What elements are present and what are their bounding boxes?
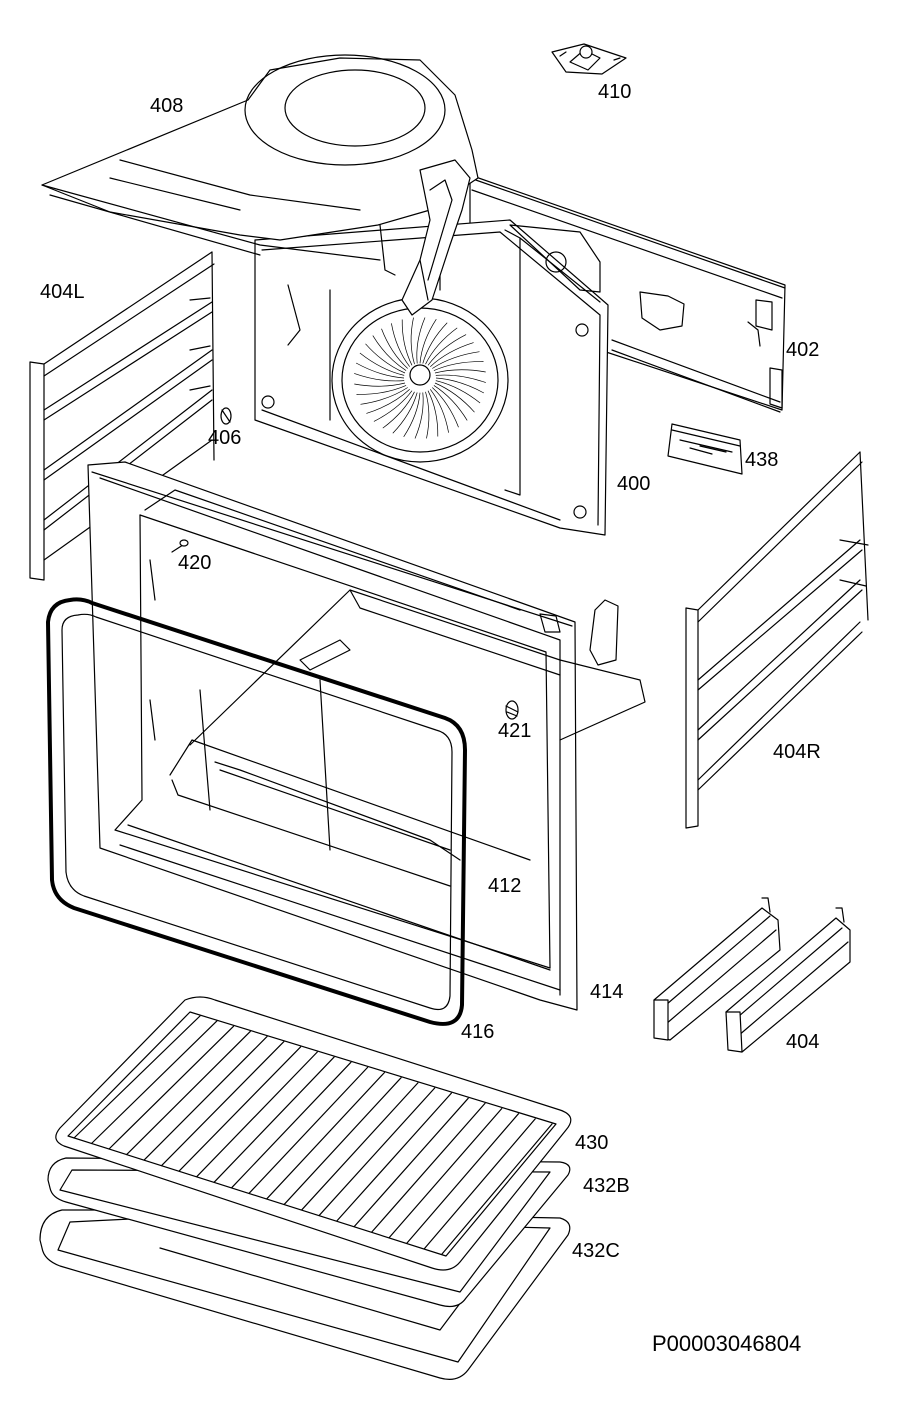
part-414-cavity[interactable] (87, 461, 646, 1011)
label-404: 404 (786, 1031, 820, 1053)
part-408-top-cover[interactable] (41, 54, 479, 316)
label-430: 430 (575, 1132, 609, 1154)
label-438: 438 (745, 449, 779, 471)
part-404-runners[interactable] (653, 897, 851, 1053)
label-402: 402 (786, 339, 820, 361)
label-408: 408 (150, 95, 184, 117)
label-410: 410 (598, 81, 632, 103)
label-404L: 404L (40, 281, 85, 303)
part-421-bulb[interactable] (505, 700, 519, 720)
label-432C: 432C (572, 1240, 620, 1262)
label-404R: 404R (773, 741, 821, 763)
label-414: 414 (590, 981, 624, 1003)
part-400-back-panel[interactable] (254, 219, 609, 536)
wire-shelf-bars (73, 1015, 553, 1255)
part-430-wire-shelf[interactable] (55, 996, 572, 1271)
label-432B: 432B (583, 1175, 630, 1197)
part-410-motor-mount[interactable] (551, 43, 627, 75)
part-404R-right-rail[interactable] (685, 451, 869, 829)
part-416-door-gasket[interactable] (46, 597, 467, 1026)
part-406-clip[interactable] (220, 407, 232, 425)
label-421: 421 (498, 720, 532, 742)
label-420: 420 (178, 552, 212, 574)
part-438-bracket[interactable] (667, 423, 743, 475)
drawing-code: P00003046804 (652, 1331, 802, 1356)
label-412: 412 (488, 875, 522, 897)
label-406: 406 (208, 427, 242, 449)
label-416: 416 (461, 1021, 495, 1043)
label-400: 400 (617, 473, 651, 495)
part-420-screw[interactable] (171, 539, 189, 553)
fan-cover-slots (354, 317, 486, 439)
